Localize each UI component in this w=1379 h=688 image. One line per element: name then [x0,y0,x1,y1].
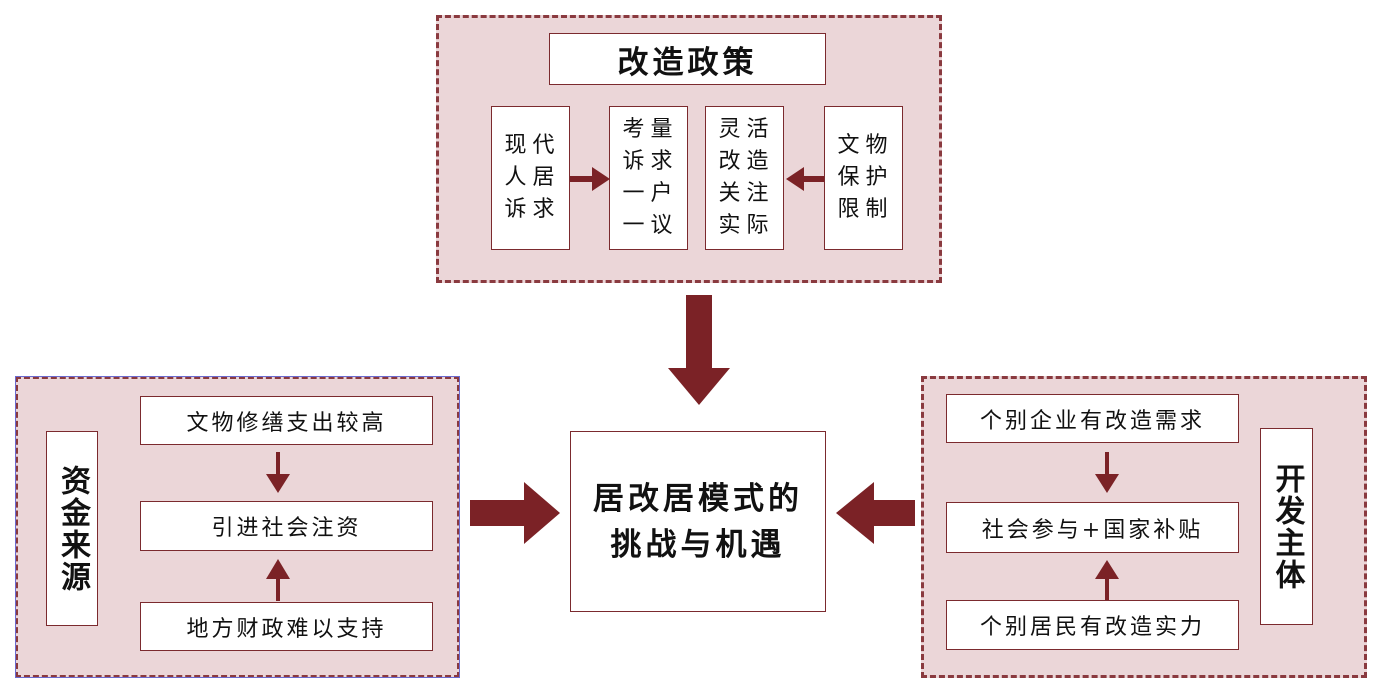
arrow-developer-to-center [836,482,915,544]
center-challenges-opportunities: 居改居模式的 挑战与机遇 [570,431,826,612]
policy-item-heritage-protection: 文物 保护 限制 [824,106,903,250]
developer-title-text: 开发主体 [1269,462,1305,591]
developer-title: 开发主体 [1260,428,1313,625]
arrow-heritage-to-flexible [786,167,824,191]
arrow-finance-to-investment [266,559,290,601]
arrow-resident-to-participation [1095,560,1119,600]
policy-item-flexible-renovation: 灵活 改造 关注 实际 [705,106,784,250]
funding-item-high-repair-cost: 文物修缮支出较高 [140,396,433,445]
arrow-policy-to-center [668,295,730,405]
funding-item-local-finance-limited: 地方财政难以支持 [140,602,433,651]
policy-title: 改造政策 [549,33,826,85]
funding-title-text: 资金来源 [55,464,90,593]
funding-title: 资金来源 [46,431,98,626]
developer-item-resident-capability: 个别居民有改造实力 [946,600,1239,650]
arrow-modern-to-consider [570,167,610,191]
arrow-repair-cost-to-investment [266,452,290,493]
developer-item-social-participation-subsidy: 社会参与+国家补贴 [946,502,1239,553]
policy-item-modern-living-demand: 现代 人居 诉求 [491,106,570,250]
arrow-enterprise-to-participation [1095,452,1119,493]
funding-item-social-investment: 引进社会注资 [140,501,433,551]
developer-item-enterprise-demand: 个别企业有改造需求 [946,394,1239,443]
arrow-funding-to-center [470,482,560,544]
policy-item-one-household-one-plan: 考量 诉求 一户 一议 [609,106,688,250]
